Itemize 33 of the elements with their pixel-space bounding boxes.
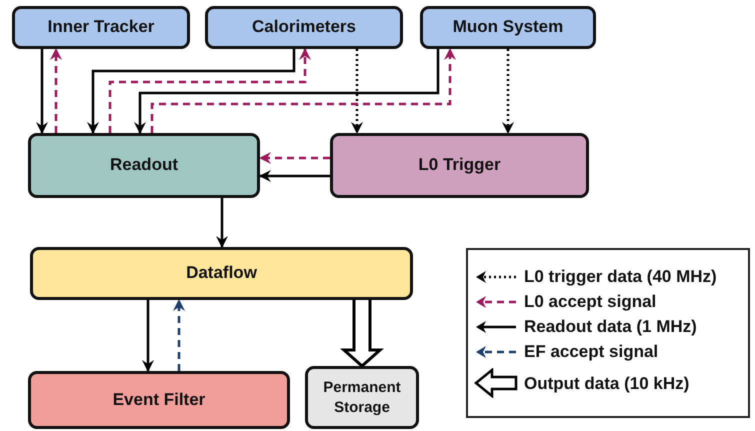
legend-label: Readout data (1 MHz): [524, 318, 697, 335]
legend-label: EF accept signal: [524, 343, 658, 360]
arrow: [259, 170, 330, 182]
arrow: [36, 49, 48, 134]
box-label: Readout: [110, 154, 178, 176]
process-box: [28, 133, 260, 198]
box-label: Dataflow: [186, 262, 257, 284]
legend-label: L0 trigger data (40 MHz): [524, 268, 717, 285]
arrow: [259, 152, 330, 164]
arrow: [50, 48, 62, 133]
arrow: [108, 48, 311, 133]
box-label: L0 Trigger: [418, 154, 501, 176]
arrow: [87, 49, 296, 134]
arrow: [216, 198, 228, 248]
process-box: [305, 366, 419, 429]
box-label: Inner Tracker: [48, 16, 154, 38]
box-label: Muon System: [452, 16, 564, 38]
arrow: [173, 299, 185, 371]
arrow: [142, 300, 154, 372]
box-label: Event Filter: [112, 388, 206, 411]
process-box: [420, 6, 596, 49]
legend-label: L0 accept signal: [524, 293, 656, 310]
box-label: Permanent Storage: [322, 378, 402, 417]
process-box: [205, 6, 403, 49]
process-box: [30, 247, 413, 300]
output-block-arrow: [340, 298, 384, 368]
process-box: [330, 133, 589, 198]
arrow: [351, 49, 363, 134]
box-label: Calorimeters: [252, 16, 356, 38]
process-box: [12, 6, 190, 49]
process-box: [28, 371, 290, 429]
arrow: [502, 49, 514, 134]
legend-label: Output data (10 kHz): [524, 374, 690, 392]
